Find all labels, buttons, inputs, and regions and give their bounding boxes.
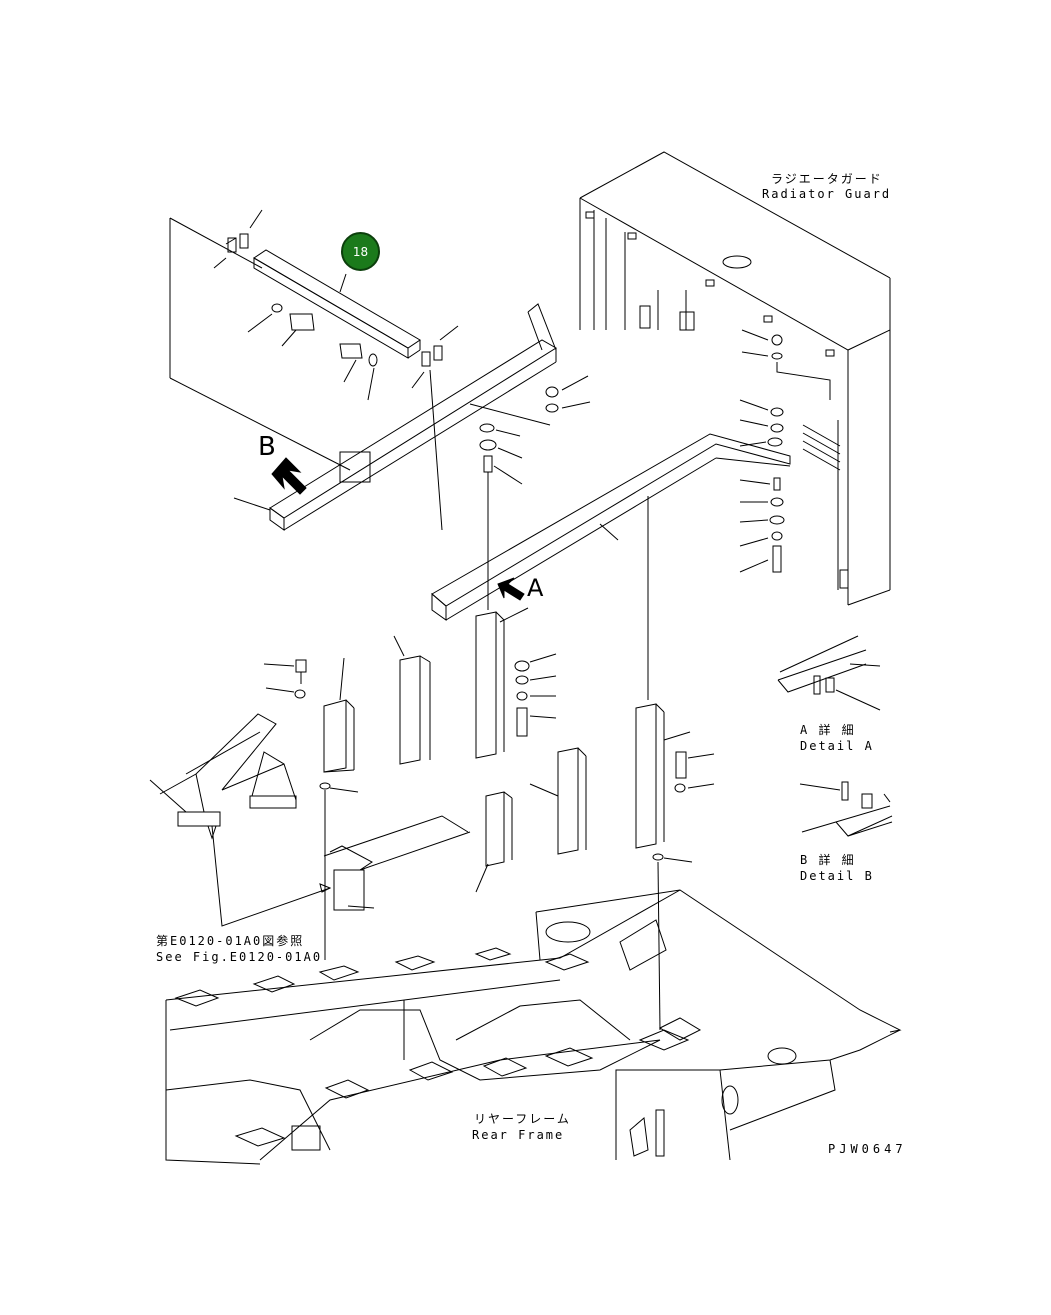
view-b-letter: B <box>258 432 276 462</box>
front-rail <box>234 304 556 530</box>
upper-rail-assembly <box>170 210 458 530</box>
detail-b-label-en: Detail B <box>800 869 874 883</box>
rear-frame-label-en: Rear Frame <box>472 1128 565 1142</box>
spacer-stack-right <box>740 330 830 572</box>
view-a-letter: A <box>527 574 544 602</box>
detail-b-label-jp: B 詳 細 <box>800 853 856 867</box>
spacer-stack-center <box>480 376 590 610</box>
radiator-guard-label-jp: ラジエータガード <box>771 172 883 186</box>
left-mount-bracket <box>150 714 470 926</box>
see-figure-label-en: See Fig.E0120-01A0 <box>156 950 323 964</box>
drawing-number: PJW0647 <box>828 1142 907 1156</box>
radiator-guard-label-en: Radiator Guard <box>762 187 892 201</box>
support-posts <box>324 608 690 892</box>
rear-frame-label-jp: リヤーフレーム <box>474 1112 571 1126</box>
rear-rail <box>432 434 790 700</box>
detail-insets <box>778 636 892 836</box>
view-arrow-a <box>498 578 524 600</box>
radiator-guard-housing <box>580 152 890 605</box>
post-fasteners <box>264 654 714 1030</box>
see-figure-label-jp: 第E0120-01A0図参照 <box>156 934 305 948</box>
rear-frame <box>166 890 900 1164</box>
detail-a-label-jp: A 詳 細 <box>800 723 856 737</box>
part-number-badge[interactable]: 18 <box>341 232 380 271</box>
view-arrow-b <box>272 458 306 494</box>
detail-a-label-en: Detail A <box>800 739 874 753</box>
